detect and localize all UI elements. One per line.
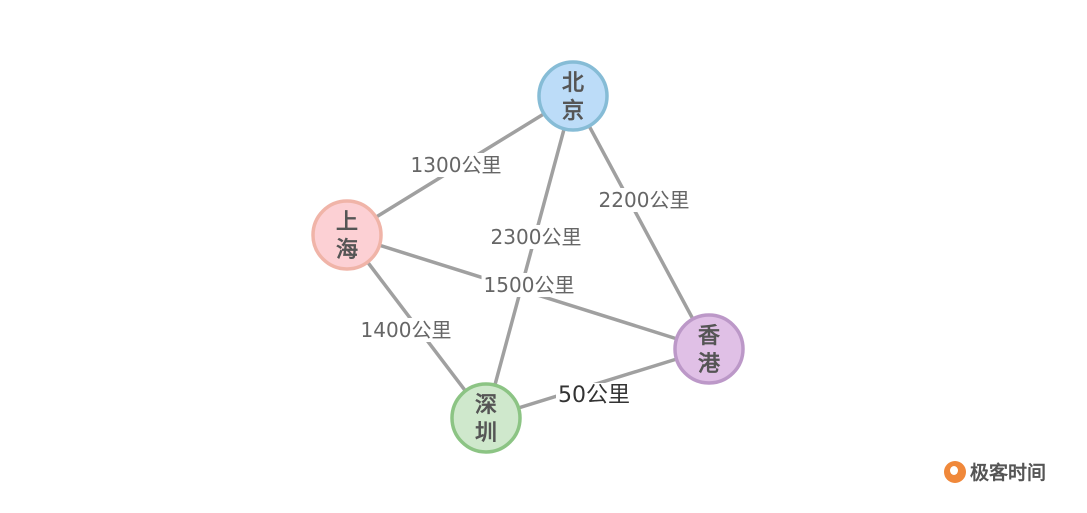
edge-label-bg	[408, 153, 504, 177]
node-sz[interactable]: 深圳	[450, 382, 522, 454]
edge-label: 1300公里	[411, 153, 502, 177]
node-bj[interactable]: 北京	[537, 60, 609, 132]
node-label: 深	[475, 393, 497, 418]
node-label: 圳	[475, 421, 497, 446]
edge-label-bg	[596, 188, 692, 212]
node-label: 港	[698, 352, 721, 377]
logo-text: 极客时间	[970, 462, 1047, 484]
node-label: 香	[698, 324, 720, 349]
node-sh[interactable]: 上海	[311, 199, 383, 271]
geektime-logo-icon	[944, 460, 966, 483]
edge-label-bg	[481, 273, 577, 297]
edge-bj-sz	[484, 95, 575, 419]
edge-label: 2300公里	[491, 225, 582, 249]
node-label: 上	[336, 210, 358, 235]
node-label: 北	[562, 71, 584, 96]
edge-label-bg	[556, 383, 632, 408]
node-hk[interactable]: 香港	[673, 313, 745, 385]
geektime-logo: 极客时间	[944, 458, 1046, 485]
node-label: 海	[336, 237, 358, 263]
edge-bj-hk	[571, 95, 711, 350]
node-label: 京	[562, 98, 584, 124]
edge-label: 1500公里	[484, 273, 575, 297]
node-circle	[537, 60, 609, 132]
edge-label: 50公里	[558, 383, 630, 408]
node-circle	[311, 199, 383, 271]
edge-label: 2200公里	[599, 188, 690, 212]
edge-label-bg	[358, 318, 454, 342]
node-circle	[450, 382, 522, 454]
edge-label: 1400公里	[361, 318, 452, 342]
node-circle	[673, 313, 745, 385]
edge-label-bg	[488, 225, 584, 249]
